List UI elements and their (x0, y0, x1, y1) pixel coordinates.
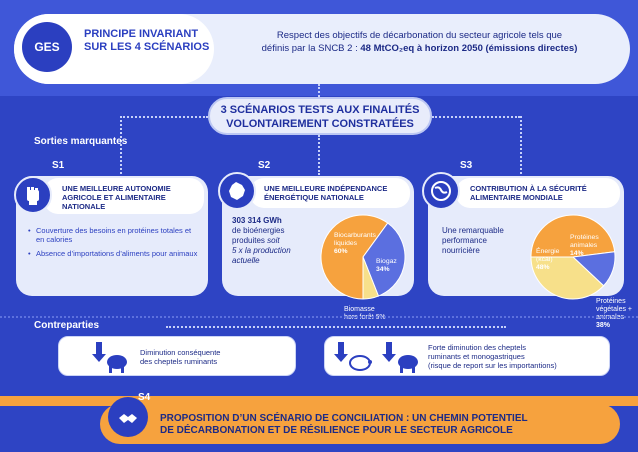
s2-pie-slice-1 (362, 222, 406, 297)
s1-bullet-2: Absence d’importations d’aliments pour a… (28, 249, 198, 258)
s2-pie-label-biogaz: Biogaz 34% (376, 258, 397, 273)
contre-right-text: Forte diminution des cheptels ruminants … (428, 343, 557, 370)
s3-pie-label-energie: Énergie (kcal) 48% (536, 248, 560, 271)
france-map-icon (229, 182, 245, 200)
title-line-2: SUR LES 4 SCÉNARIOS (84, 41, 210, 53)
section-sorties-label: Sorties marquantes (34, 136, 128, 147)
s2-title: UNE MEILLEURE INDÉPENDANCE ÉNERGÉTIQUE N… (264, 184, 409, 202)
s1-icon (14, 176, 52, 214)
s3-text: Une remarquable performance nourricière (442, 226, 532, 256)
invariant-principle-title: PRINCIPE INVARIANT SUR LES 4 SCÉNARIOS (84, 28, 214, 54)
s3-title-line-2: ALIMENTAIRE MONDIALE (470, 193, 563, 202)
scenarios-title-line-2: VOLONTAIREMENT CONSTRATÉES (226, 118, 414, 130)
ges-badge: GES (22, 22, 72, 72)
contre-separator (0, 316, 638, 318)
s3-title-line-1: CONTRIBUTION À LA SÉCURITÉ (470, 184, 587, 193)
connector-right-v (520, 116, 522, 178)
emission-target: 48 MtCO₂eq à horizon 2050 (émissions dir… (360, 43, 578, 54)
s1-title-line-2: AGRICOLE ET ALIMENTAIRE (62, 193, 166, 202)
connector-left-v (120, 116, 122, 178)
s2-text-line-1: de bioénergies (232, 226, 285, 235)
globe-icon (431, 181, 451, 201)
title-line-1: PRINCIPE INVARIANT (84, 28, 199, 40)
s3-title: CONTRIBUTION À LA SÉCURITÉ ALIMENTAIRE M… (470, 184, 615, 202)
s2-text-line-3: 5 x la production (232, 246, 291, 255)
s2-title-line-2: ÉNERGÉTIQUE NATIONALE (264, 193, 364, 202)
s1-title-line-3: NATIONALE (62, 202, 106, 211)
connector-center-v (318, 135, 320, 175)
handshake-icon (119, 414, 137, 423)
contre-link (166, 326, 506, 328)
s1-bullet-1: Couverture des besoins en protéines tota… (28, 226, 198, 244)
s3-icon (422, 172, 460, 210)
s2-badge: S2 (258, 160, 271, 171)
s3-pie-slice-0 (530, 214, 616, 258)
connector-left-h (120, 116, 208, 118)
s3-food-security-pie-chart (530, 214, 616, 300)
s4-banner (100, 404, 620, 444)
connector-right-h (432, 116, 520, 118)
s2-pie-slice-0 (320, 214, 389, 300)
s4-icon (108, 397, 148, 437)
s1-title: UNE MEILLEURE AUTONOMIE AGRICOLE ET ALIM… (62, 184, 202, 211)
s3-text-line-2: performance (442, 236, 487, 245)
s2-energy-value: 303 314 GWh (232, 216, 282, 225)
s3-text-line-1: Une remarquable (442, 226, 504, 235)
desc-line-2-prefix: définis par la SNCB 2 : (261, 43, 361, 54)
s2-title-line-1: UNE MEILLEURE INDÉPENDANCE (264, 184, 388, 193)
cow-decrease-icon (92, 342, 127, 373)
s4-badge: S4 (138, 392, 151, 403)
scenarios-title: 3 SCÉNARIOS TESTS AUX FINALITÉS VOLONTAI… (208, 97, 432, 135)
s2-pie-label-biocarburants: Biocarburants liquides 60% (334, 232, 376, 255)
s1-badge: S1 (52, 160, 65, 171)
s2-external-label-biomasse: Biomasse hors forêt 6% (344, 306, 386, 321)
cow-decrease-icon-2 (382, 342, 418, 373)
connector-top (318, 84, 320, 97)
s2-pie-slice-2 (362, 256, 380, 300)
raised-fist-icon (27, 187, 39, 205)
s1-title-line-1: UNE MEILLEURE AUTONOMIE (62, 184, 171, 193)
s3-pie-label-proteines-animales: Protéines animales 14% (570, 234, 599, 257)
section-contreparties-label: Contreparties (34, 320, 100, 331)
s3-header (456, 178, 620, 208)
s1-bullet-list: Couverture des besoins en protéines tota… (28, 226, 198, 263)
footer-accent-strip (0, 396, 638, 406)
s3-external-label-proteines-vegetales: Protéines végétales + animales 38% (596, 298, 632, 329)
s2-bioenergy-pie-chart (320, 214, 406, 300)
s1-header (44, 178, 204, 214)
pig-decrease-icon (334, 342, 372, 371)
s3-pie-slice-2 (530, 256, 605, 300)
s4-proposal-text: PROPOSITION D’UN SCÉNARIO DE CONCILIATIO… (160, 413, 528, 436)
s2-energy-text: 303 314 GWh de bioénergies produites soi… (232, 216, 322, 266)
scenarios-title-line-1: 3 SCÉNARIOS TESTS AUX FINALITÉS (220, 104, 420, 116)
s2-header (250, 178, 410, 208)
s2-icon (218, 172, 256, 210)
s2-text-line-4: actuelle (232, 256, 260, 265)
desc-line-2: définis par la SNCB 2 : 48 MtCO₂eq à hor… (222, 42, 617, 55)
invariant-principle-description: Respect des objectifs de décarbonation d… (222, 29, 617, 55)
s3-text-line-3: nourricière (442, 246, 480, 255)
contre-right-box (324, 336, 610, 376)
contre-left-text: Diminution conséquente des cheptels rumi… (140, 348, 221, 366)
s3-badge: S3 (460, 160, 473, 171)
s2-text-line-2: produites soit (232, 236, 280, 245)
desc-line-1: Respect des objectifs de décarbonation d… (276, 30, 563, 41)
